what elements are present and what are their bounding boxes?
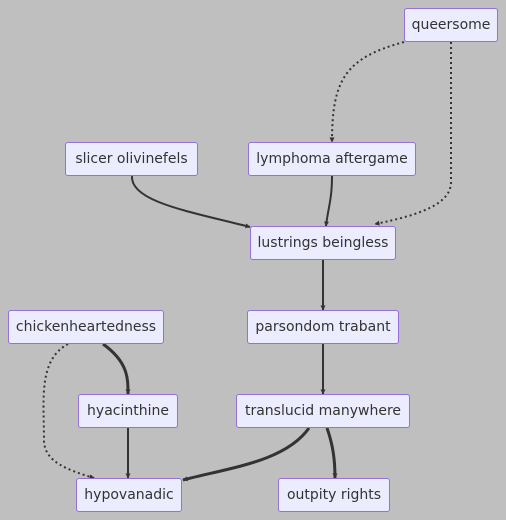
edge-queersome-lymphoma [329, 41, 405, 143]
edge-translucid-outpity [325, 427, 338, 479]
node-label: hypovanadic [84, 487, 174, 503]
edge-slicer-lustrings [130, 175, 251, 229]
node-label: chickenheartedness [15, 319, 157, 335]
node-label: outpity rights [286, 487, 382, 503]
edge-lymphoma-lustrings [324, 175, 333, 227]
node-slicer-olivinefels[interactable]: slicer olivinefels [65, 142, 198, 176]
node-label: queersome [411, 17, 491, 33]
node-hypovanadic[interactable]: hypovanadic [76, 478, 182, 512]
node-label: hyacinthine [87, 403, 169, 419]
node-queersome[interactable]: queersome [404, 8, 498, 42]
node-outpity-rights[interactable]: outpity rights [278, 478, 390, 512]
node-label: lymphoma aftergame [256, 151, 408, 167]
node-label: translucid manywhere [244, 403, 402, 419]
node-parsondom-trabant[interactable]: parsondom trabant [247, 310, 399, 344]
node-label: parsondom trabant [255, 319, 391, 335]
edge-chicken-hyacinthine [102, 342, 131, 395]
edge-translucid-hypovanadic [182, 427, 311, 482]
edge-queersome-lustrings [374, 42, 452, 226]
node-hyacinthine[interactable]: hyacinthine [78, 394, 178, 428]
node-label: lustrings beingless [257, 235, 389, 251]
node-label: slicer olivinefels [75, 151, 188, 167]
edge-chicken-hypovanadic [42, 343, 95, 480]
node-lymphoma-aftergame[interactable]: lymphoma aftergame [248, 142, 416, 176]
node-translucid-manywhere[interactable]: translucid manywhere [236, 394, 410, 428]
node-chickenheartedness[interactable]: chickenheartedness [8, 310, 164, 344]
node-lustrings-beingless[interactable]: lustrings beingless [250, 226, 396, 260]
